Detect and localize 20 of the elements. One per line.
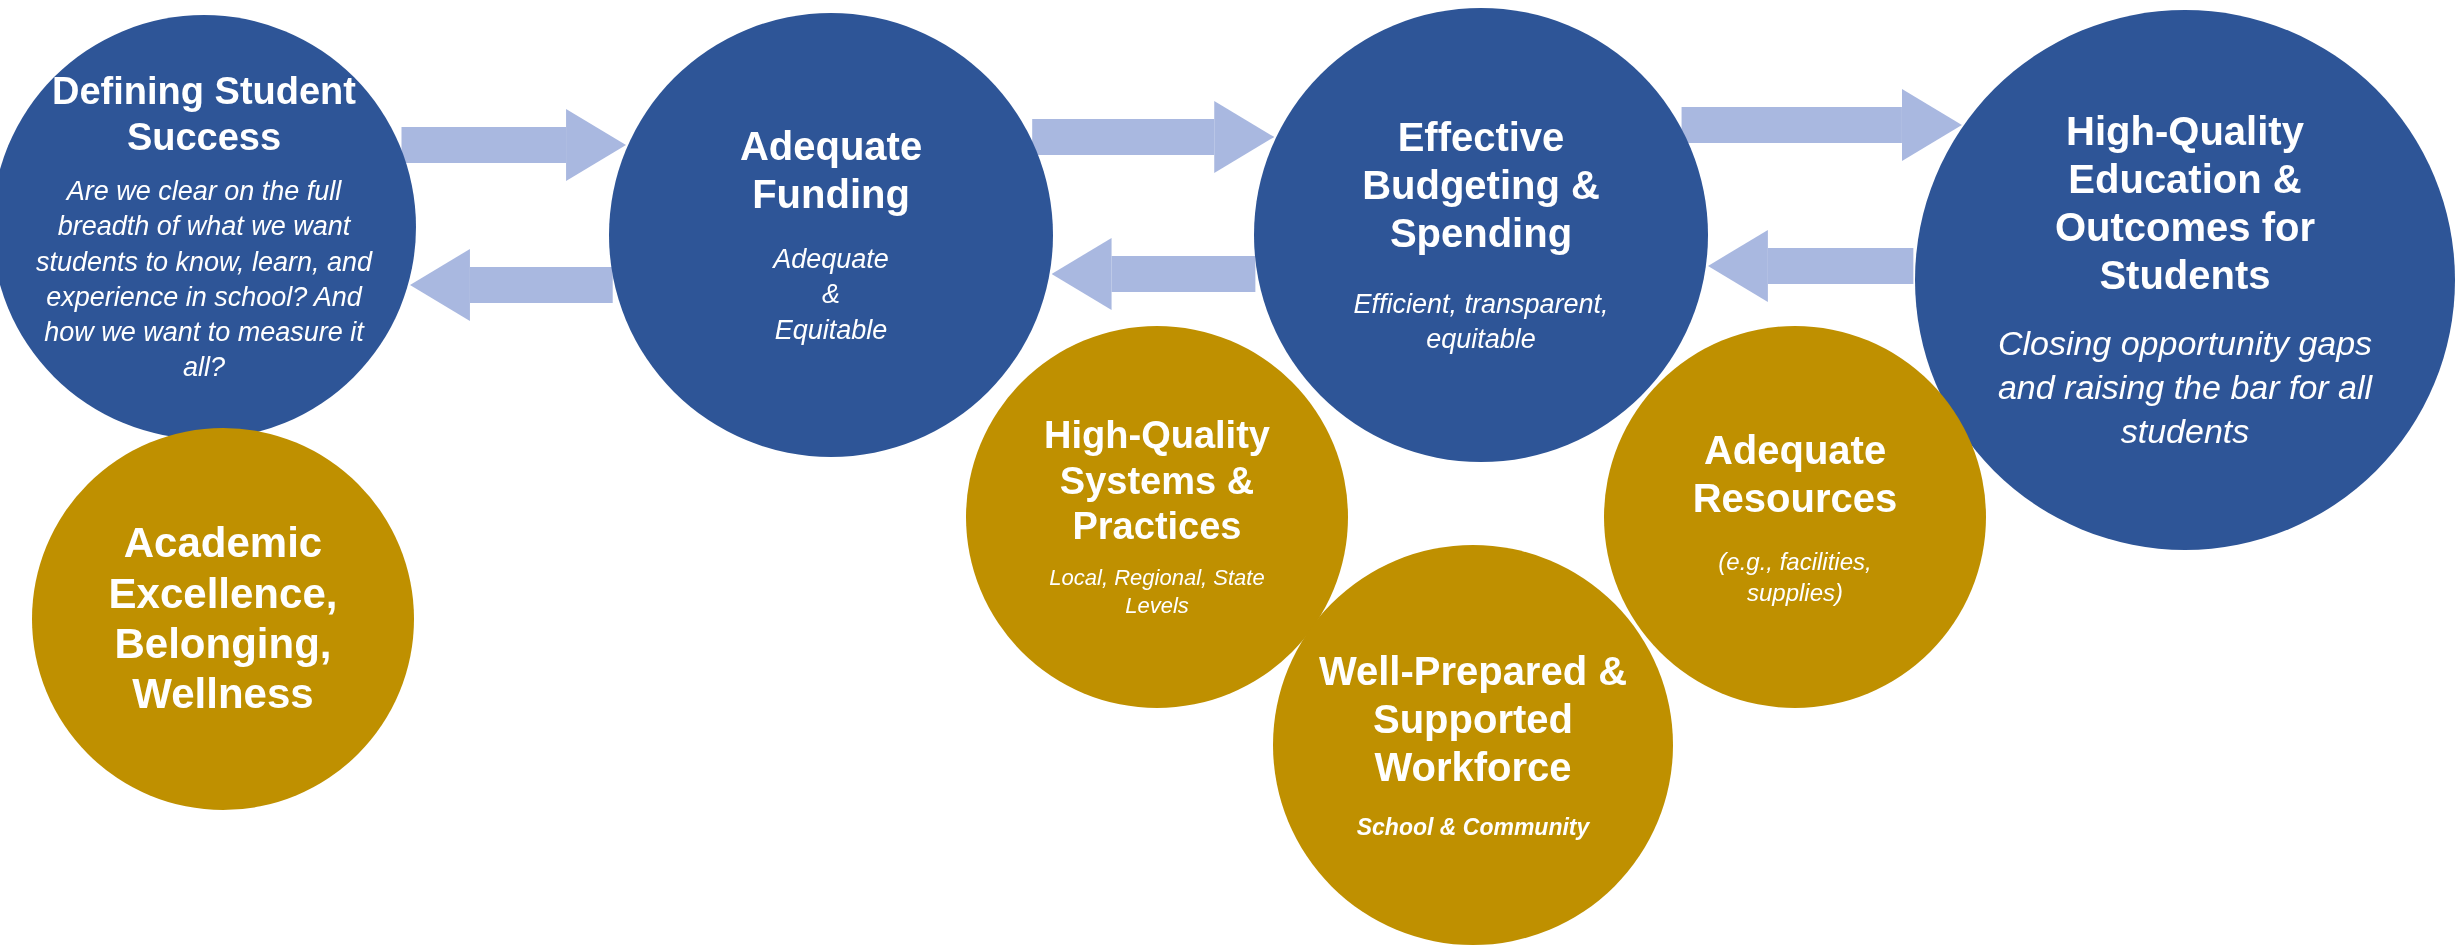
block-arrow [1051, 238, 1256, 310]
circle-title: High-Quality Systems & Practices [1043, 413, 1271, 550]
block-arrow [1707, 230, 1914, 302]
block-arrow [1032, 101, 1275, 173]
circle-title: Well-Prepared & Supported Workforce [1317, 648, 1629, 792]
circle-title: High-Quality Education & Outcomes for Students [2053, 107, 2316, 299]
circle-description: (e.g., facilities, supplies) [1717, 546, 1873, 608]
circle-description: Closing opportunity gaps and raising the bar for all students [1996, 322, 2374, 453]
circle-title: Defining Student Success [51, 69, 357, 160]
circle-description: Efficient, transparent, equitable [1352, 287, 1610, 356]
circle-description: School & Community [1356, 813, 1590, 843]
block-arrow [401, 109, 627, 181]
circle-title: Adequate Funding [738, 123, 924, 219]
block-arrow [409, 249, 613, 321]
circle-title: Academic Excellence, Belonging, Wellness [107, 518, 339, 720]
circle-description: Adequate & Equitable [771, 243, 890, 347]
circle-description: Are we clear on the full breadth of what we want students to know, learn, and experience in school? And how we want to measure it all? [34, 175, 374, 384]
circle-title: Adequate Resources [1691, 426, 1899, 522]
circle-description: Local, Regional, State Levels [1048, 563, 1266, 621]
circle-title: Effective Budgeting & Spending [1361, 113, 1601, 257]
